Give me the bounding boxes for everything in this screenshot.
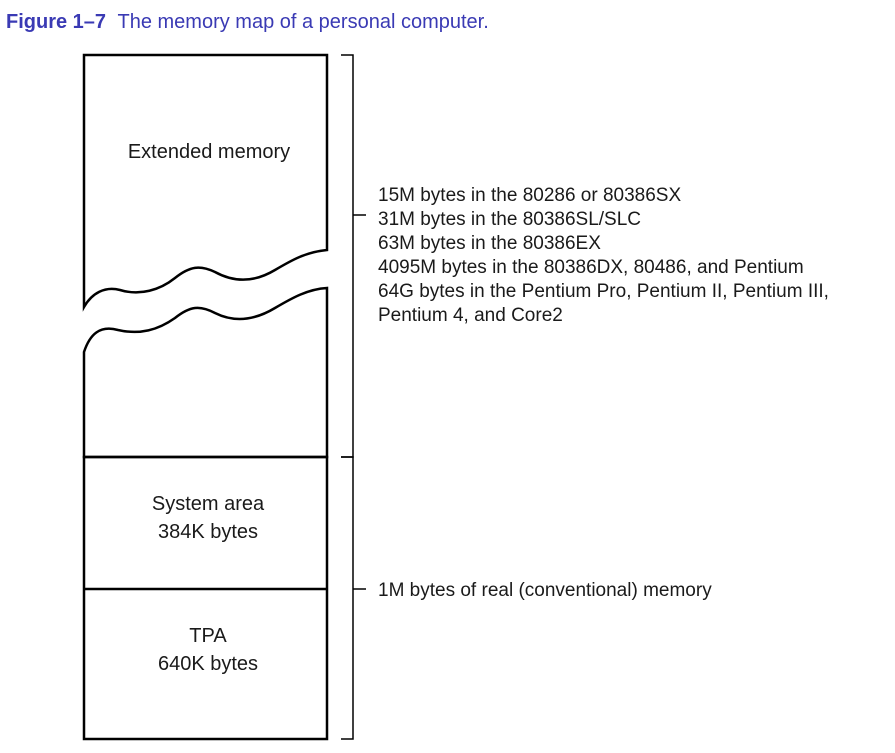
- figure-caption-text: The memory map of a personal computer.: [118, 11, 489, 33]
- conventional-memory-box: [82, 455, 329, 741]
- real-memory-bracket: [341, 456, 366, 740]
- extended-memory-lower-outline: [82, 286, 329, 459]
- system-area-label: System area: [152, 493, 265, 515]
- real-memory-label: 1M bytes of real (conventional) memory: [378, 580, 712, 601]
- tpa-size: 640K bytes: [158, 653, 258, 675]
- extended-size-line: 63M bytes in the 80386EX: [378, 233, 601, 254]
- extended-size-line: 15M bytes in the 80286 or 80386SX: [378, 185, 681, 206]
- extended-size-line: Pentium 4, and Core2: [378, 305, 563, 326]
- extended-size-line: 64G bytes in the Pentium Pro, Pentium II…: [378, 281, 829, 302]
- figure-caption-label: Figure 1–7: [6, 11, 106, 33]
- extended-size-line: 31M bytes in the 80386SL/SLC: [378, 209, 641, 230]
- extended-memory-bracket: [341, 54, 366, 458]
- figure-caption: Figure 1–7 The memory map of a personal …: [6, 11, 489, 33]
- tpa-label: TPA: [189, 625, 227, 647]
- extended-memory-upper-outline: [82, 53, 329, 312]
- system-area-size: 384K bytes: [158, 521, 258, 543]
- extended-size-line: 4095M bytes in the 80386DX, 80486, and P…: [378, 257, 804, 278]
- extended-memory-label: Extended memory: [128, 141, 290, 163]
